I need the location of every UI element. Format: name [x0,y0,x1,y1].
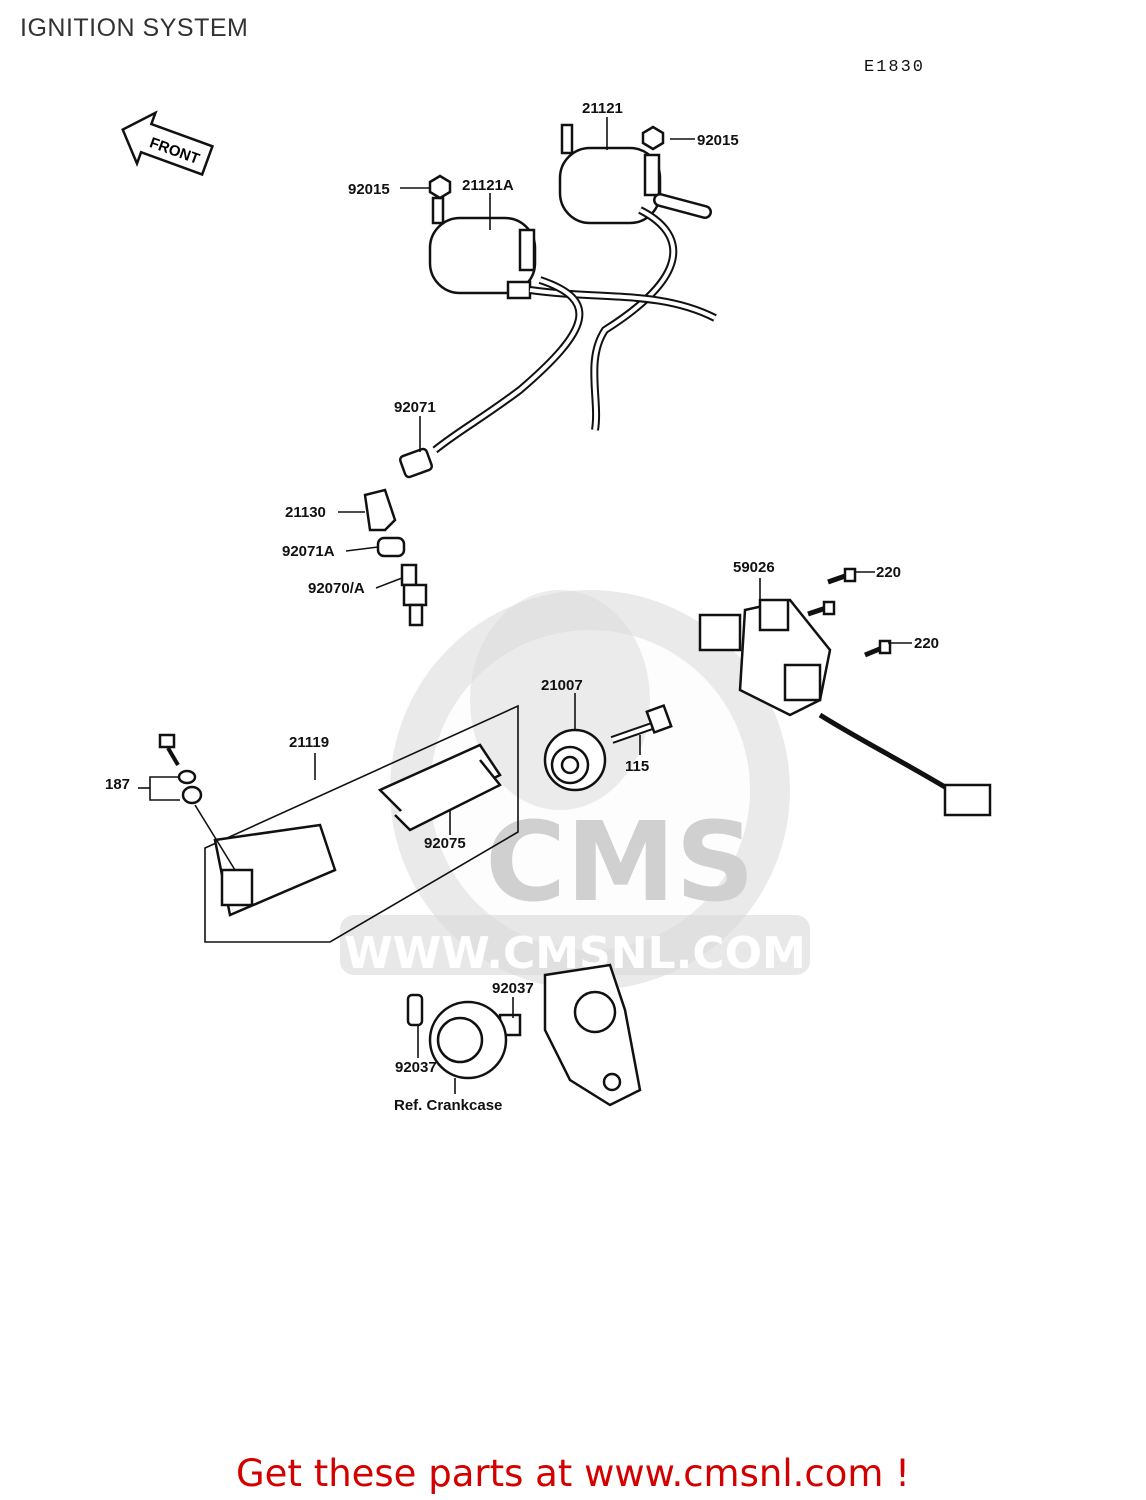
nut-92015-right [641,125,665,151]
label-92015-right: 92015 [697,132,739,149]
timing-rotor-21007 [543,728,607,792]
screw-220-upper [827,567,857,585]
label-220-lower: 220 [914,635,939,652]
label-21130: 21130 [285,504,326,521]
label-92071: 92071 [394,399,436,416]
label-ref-crankcase: Ref. Crankcase [394,1097,502,1114]
page-title: IGNITION SYSTEM [20,14,249,42]
label-21121A: 21121A [462,177,514,194]
pad-92075 [377,743,502,832]
label-21121: 21121 [582,100,623,117]
label-187: 187 [105,776,130,793]
ignition-coil-21121 [558,123,712,431]
label-92071A: 92071A [282,543,335,560]
label-21007: 21007 [541,677,583,694]
cms-watermark: CMS WWW.CMSNL.COM [340,590,810,990]
bolt-115 [610,703,673,744]
label-92015-left: 92015 [348,181,390,198]
label-115: 115 [625,758,649,775]
cap-92071 [398,447,434,479]
label-92037-left: 92037 [395,1059,437,1076]
label-21119: 21119 [289,734,329,751]
screw-extra [807,600,836,617]
spark-plug-92070A [400,563,428,627]
plug-cap-21130 [363,488,397,532]
pickup-coil-59026 [698,598,992,817]
nut-92015-left [428,174,452,200]
label-92037-right: 92037 [492,980,534,997]
pickup-cover [428,1000,508,1080]
footer-link-text[interactable]: Get these parts at www.cmsnl.com ! [235,1452,910,1495]
leader-lines [138,117,912,1094]
seal-92071A [376,536,406,558]
screw-220-lower [864,639,892,658]
label-59026: 59026 [733,559,775,576]
crankcase [543,963,642,1107]
front-arrow: FRONT [121,110,215,177]
clamp-92037-left [406,993,424,1027]
diagram-code: E1830 [864,58,926,77]
ignition-coil-21121A [428,196,717,454]
igniter-group-outline [204,704,519,943]
label-92070A: 92070/A [308,580,365,597]
label-220-upper: 220 [876,564,901,581]
label-92075: 92075 [424,835,466,852]
igniter-21119 [213,823,337,917]
watermark-brand: CMS [485,798,754,926]
